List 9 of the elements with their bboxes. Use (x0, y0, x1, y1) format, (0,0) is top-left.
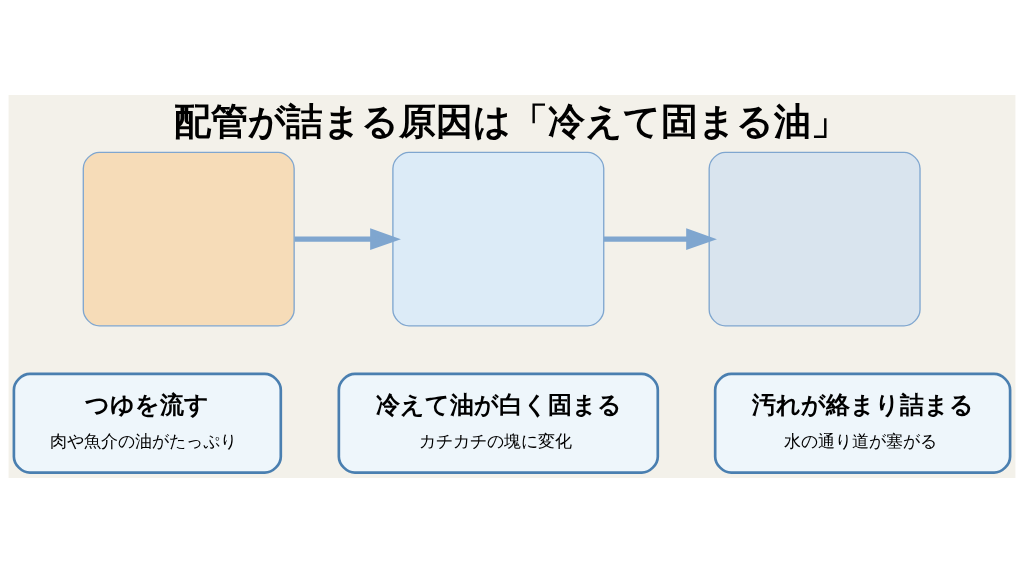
node-box: つゆを流す 肉や魚介の油がたっぷり (12, 372, 283, 474)
diagram-title: 配管が詰まる原因は「冷えて固まる油」 (174, 98, 849, 143)
node-box (82, 151, 295, 327)
node-box: 冷えて油が白く固まる カチカチの塊に変化 (337, 372, 660, 474)
node-box (392, 151, 605, 327)
node-box: 汚れが絡まり詰まる 水の通り道が塞がる (713, 372, 1012, 474)
arrow (603, 227, 717, 250)
arrow (294, 227, 401, 250)
node-box (708, 151, 921, 327)
